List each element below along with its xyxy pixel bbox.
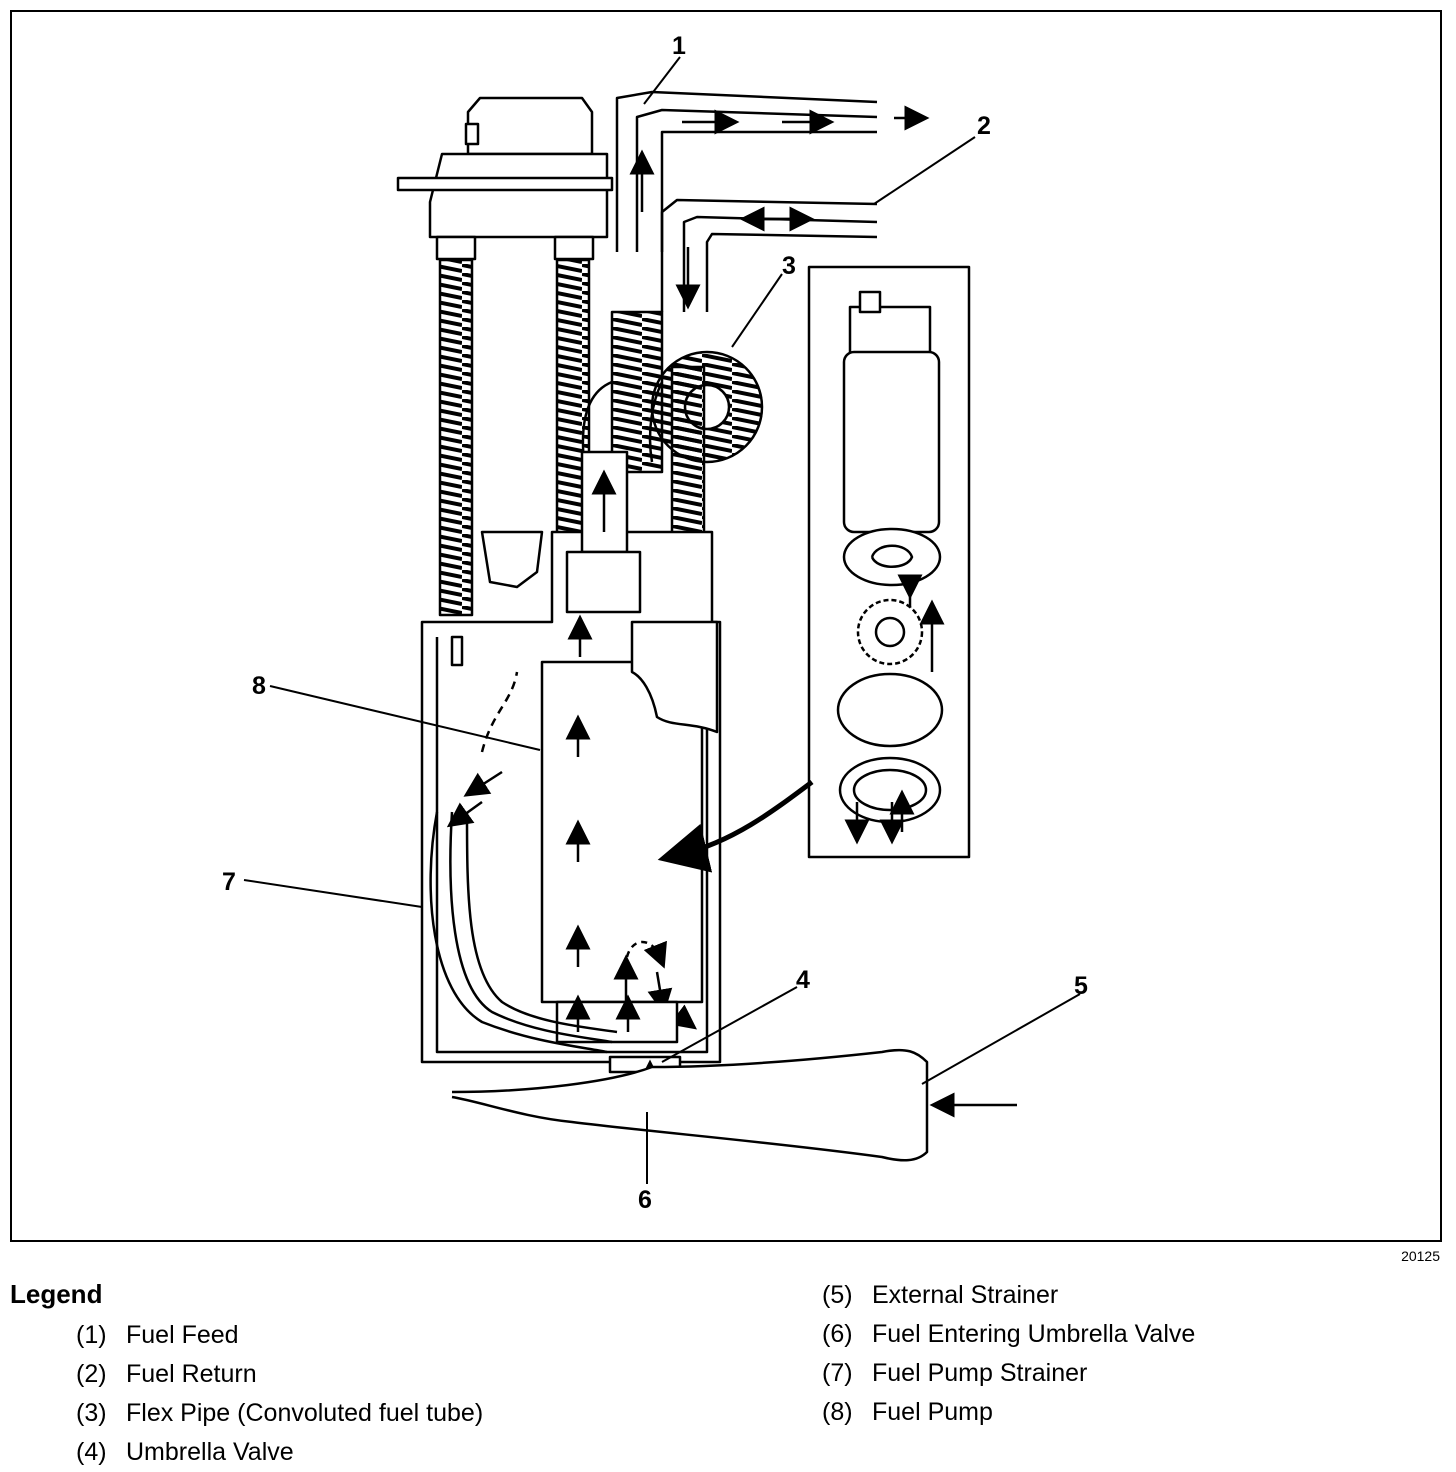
legend-column-right: (5) External Strainer (6) Fuel Entering … bbox=[822, 1276, 1195, 1432]
exploded-pump-inset bbox=[657, 265, 971, 873]
legend-item-label: Fuel Feed bbox=[126, 1321, 239, 1349]
legend-title: Legend bbox=[10, 1279, 103, 1309]
callout-4: 4 bbox=[796, 966, 810, 994]
legend-item: (6) Fuel Entering Umbrella Valve bbox=[822, 1315, 1195, 1354]
legend-column-left: (1) Fuel Feed (2) Fuel Return (3) Flex P… bbox=[76, 1316, 483, 1472]
pump-strainer bbox=[429, 671, 618, 1054]
legend-item: (2) Fuel Return bbox=[76, 1355, 483, 1394]
figure-id: 20125 bbox=[1401, 1248, 1440, 1264]
legend-item-number: (3) bbox=[76, 1399, 107, 1427]
fuel-return-pipe bbox=[660, 198, 878, 312]
legend-item-number: (6) bbox=[822, 1320, 853, 1348]
external-strainer bbox=[451, 1048, 1017, 1162]
fuel-pump-module-illustration: 1 2 3 4 5 6 7 8 bbox=[222, 32, 1088, 1214]
legend-item-number: (1) bbox=[76, 1321, 107, 1349]
diagram-frame: 1 2 3 4 5 6 7 8 bbox=[10, 10, 1442, 1242]
callout-7: 7 bbox=[222, 868, 236, 896]
legend-item: (7) Fuel Pump Strainer bbox=[822, 1354, 1195, 1393]
legend-item: (5) External Strainer bbox=[822, 1276, 1195, 1315]
legend-item-number: (2) bbox=[76, 1360, 107, 1388]
legend-item-number: (5) bbox=[822, 1281, 853, 1309]
fuel-pump bbox=[540, 450, 719, 1044]
callout-6: 6 bbox=[638, 1186, 652, 1214]
flex-pipe bbox=[581, 310, 764, 619]
legend-item-number: (7) bbox=[822, 1359, 853, 1387]
legend-item-label: Fuel Pump bbox=[872, 1398, 993, 1426]
callout-2: 2 bbox=[977, 112, 991, 140]
legend-item-label: Flex Pipe (Convoluted fuel tube) bbox=[126, 1399, 484, 1427]
callout-8: 8 bbox=[252, 672, 266, 700]
legend-item-number: (8) bbox=[822, 1398, 853, 1426]
callout-5: 5 bbox=[1074, 972, 1088, 1000]
legend-item: (4) Umbrella Valve bbox=[76, 1433, 483, 1472]
module-cover bbox=[396, 96, 614, 261]
legend-item-label: Fuel Pump Strainer bbox=[872, 1359, 1088, 1387]
legend-item-label: Fuel Return bbox=[126, 1360, 257, 1388]
legend-item-label: Fuel Entering Umbrella Valve bbox=[872, 1320, 1196, 1348]
leader-lines bbox=[243, 56, 1081, 1184]
callout-1: 1 bbox=[672, 32, 686, 60]
callouts: 1 2 3 4 5 6 7 8 bbox=[222, 32, 1088, 1214]
legend-item-number: (4) bbox=[76, 1438, 107, 1466]
legend-item-label: Umbrella Valve bbox=[126, 1438, 294, 1466]
legend-item: (8) Fuel Pump bbox=[822, 1393, 1195, 1432]
legend-item: (1) Fuel Feed bbox=[76, 1316, 483, 1355]
legend-item: (3) Flex Pipe (Convoluted fuel tube) bbox=[76, 1394, 483, 1433]
legend-item-label: External Strainer bbox=[872, 1281, 1059, 1309]
fuel-feed-pipe bbox=[615, 90, 930, 252]
callout-3: 3 bbox=[782, 252, 796, 280]
